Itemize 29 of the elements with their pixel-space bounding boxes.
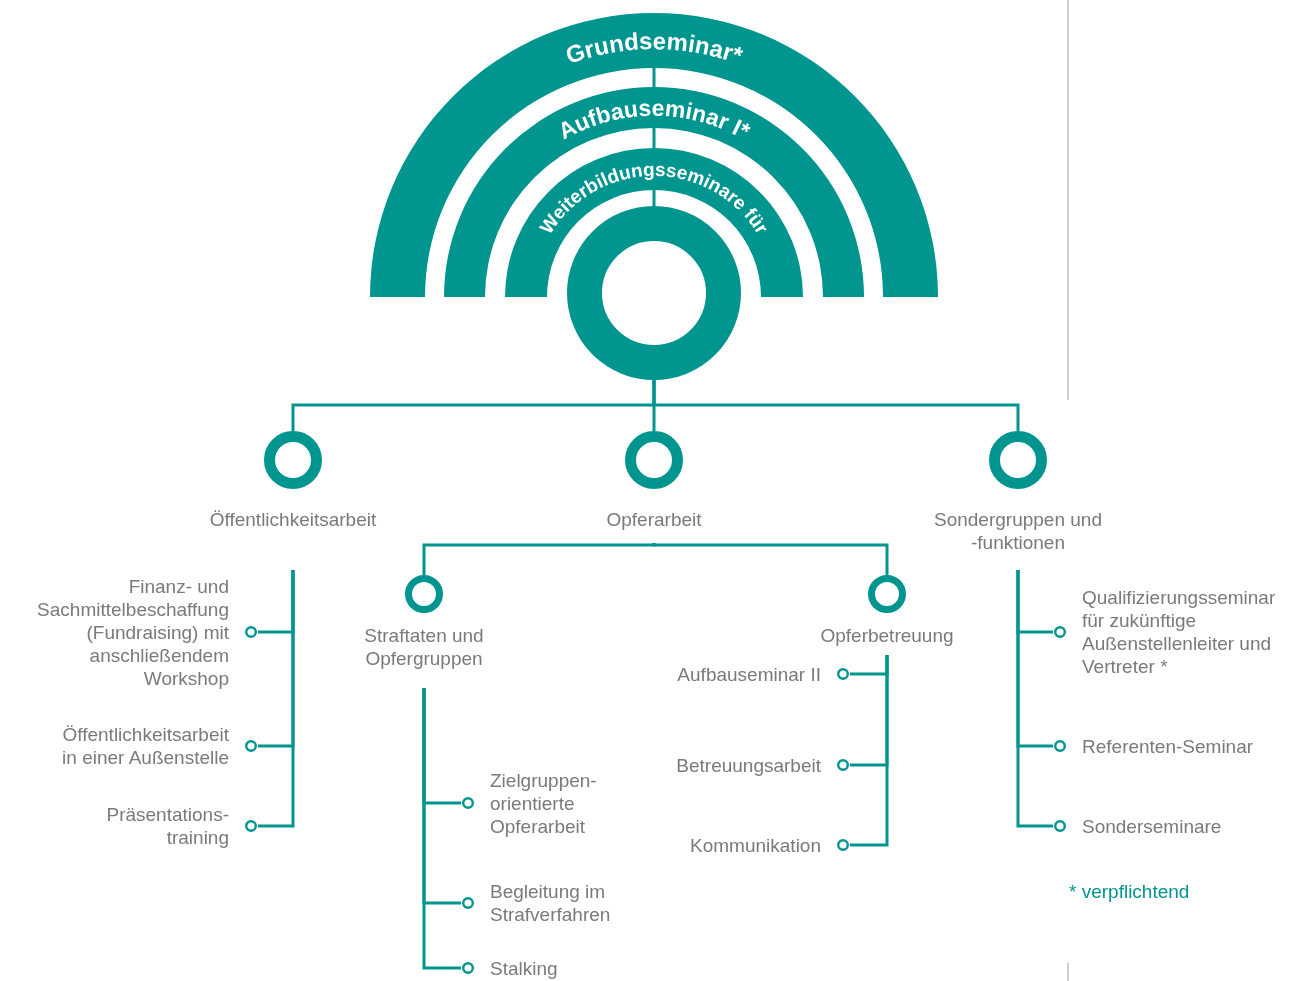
category-label: Straftaten und Opfergruppen (363, 624, 485, 670)
category-label: Sondergruppen und -funktionen (933, 508, 1103, 554)
connector-line (1016, 570, 1053, 828)
item-label: Öffentlichkeitsarbeit in einer Außenstelle (61, 723, 229, 769)
arc-label: Aufbauseminar I* (553, 94, 755, 145)
item-label: Kommunikation (689, 833, 821, 857)
connector-line (422, 688, 461, 970)
connector-line (652, 68, 656, 87)
category-label: Opferbetreuung (819, 624, 955, 647)
connector-line (850, 655, 889, 847)
item-label: Aufbauseminar II (676, 662, 821, 686)
connector-line (652, 380, 1020, 431)
item-label: Finanz- und Sachmittelbeschaffung (Fundraising) mit anschließendem Workshop (36, 574, 229, 690)
item-label: Stalking (490, 956, 559, 980)
item-label: Präsentations-training (105, 803, 229, 849)
connector-line (652, 542, 889, 575)
connector-line (652, 128, 656, 148)
footnote-text: * verpflichtend (1069, 880, 1190, 903)
connector-line (258, 570, 295, 828)
item-label: Zielgruppen-orientierte Opferarbeit (490, 768, 598, 838)
category-label: Opferarbeit (605, 508, 703, 531)
item-label: Sonderseminare (1082, 814, 1223, 838)
item-label: Betreuungsarbeit (675, 753, 821, 777)
connector-line (422, 542, 656, 575)
arc-label: Grundseminar* (562, 27, 747, 69)
item-label: Referenten-Seminar (1082, 734, 1255, 758)
category-label: Öffentlichkeitsarbeit (208, 508, 378, 531)
item-label: Begleitung im Strafverfahren (490, 880, 612, 926)
item-label: Qualifizierungsseminar für zukünftige Außenstellenleiter und Vertreter * (1082, 586, 1277, 678)
